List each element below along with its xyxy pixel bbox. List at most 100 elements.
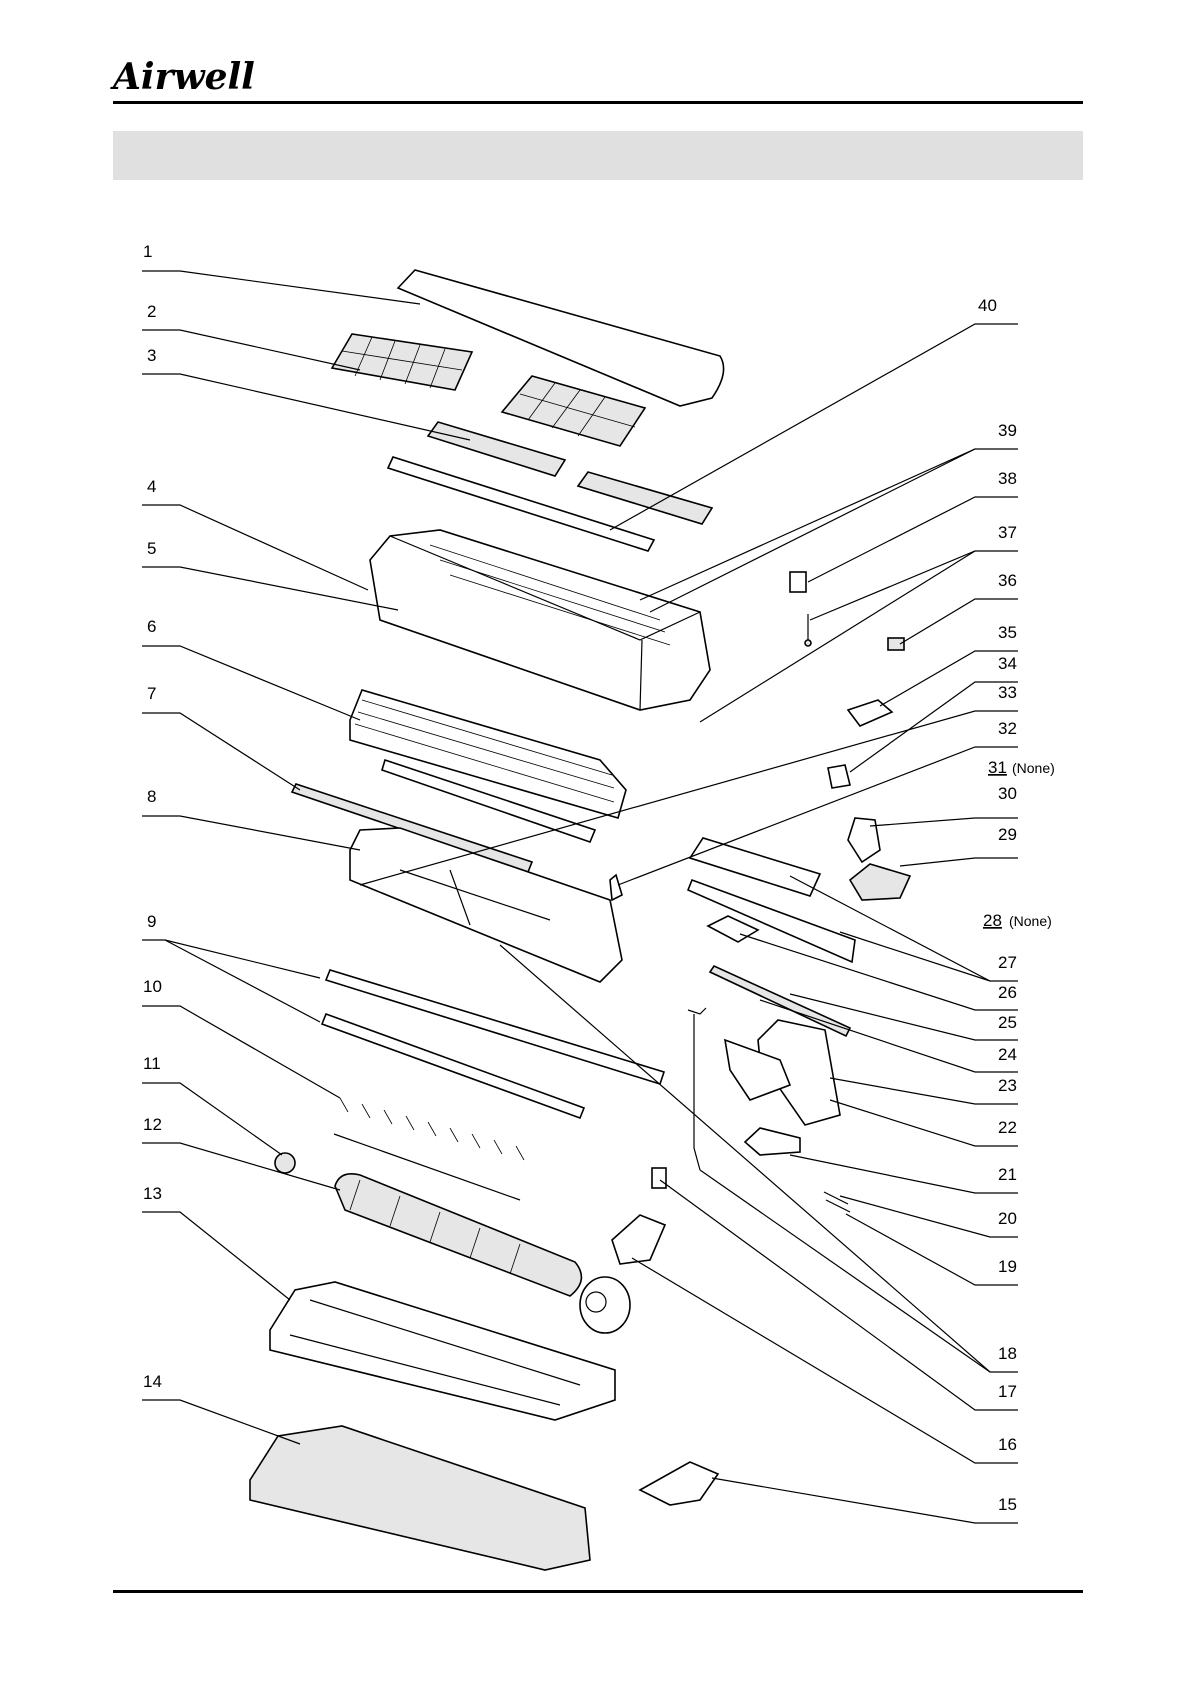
label-32: 32	[998, 719, 1017, 738]
leader-19	[846, 1214, 1018, 1285]
label-38: 38	[998, 469, 1017, 488]
leader-5	[142, 567, 398, 610]
part-remote-holder	[848, 818, 880, 862]
label-2: 2	[147, 302, 156, 321]
leader-9a	[142, 940, 320, 978]
label-29: 29	[998, 825, 1017, 844]
part-power-cord	[688, 1008, 706, 1170]
label-30: 30	[998, 784, 1017, 803]
part-purifying-filter-right	[578, 472, 712, 524]
leader-11	[142, 1083, 282, 1155]
part-sensor-wires	[824, 1192, 850, 1212]
label-15: 15	[998, 1495, 1017, 1514]
part-motor-clamp	[612, 1215, 665, 1264]
leader-37a	[810, 551, 1018, 620]
label-9: 9	[147, 912, 156, 931]
leader-22	[830, 1100, 1018, 1146]
leader-9b	[165, 940, 320, 1022]
label-20: 20	[998, 1209, 1017, 1228]
part-cross-flow-fan	[335, 1174, 581, 1296]
label-31-note: (None)	[1012, 760, 1055, 776]
label-25: 25	[998, 1013, 1017, 1032]
label-5: 5	[147, 539, 156, 558]
part-pipe-clamp	[640, 1462, 718, 1505]
part-clamp-bracket	[848, 700, 892, 726]
leader-18b	[700, 1170, 990, 1372]
label-36: 36	[998, 571, 1017, 590]
leader-17	[660, 1180, 1018, 1410]
label-16: 16	[998, 1435, 1017, 1454]
leader-8	[142, 816, 360, 850]
leader-21	[790, 1155, 1018, 1193]
label-31: 31	[988, 758, 1007, 777]
leader-39a	[640, 449, 1018, 600]
leader-7	[142, 713, 300, 790]
leader-20	[840, 1196, 1018, 1237]
part-air-filter-left	[332, 334, 472, 390]
label-27: 27	[998, 953, 1017, 972]
label-14: 14	[143, 1372, 162, 1391]
part-louver-lower	[322, 1014, 584, 1118]
part-purifying-filter-left	[428, 422, 565, 476]
part-louver-upper	[326, 970, 664, 1084]
leader-2	[142, 330, 360, 370]
label-26: 26	[998, 983, 1017, 1002]
part-temperature-sensor	[805, 614, 811, 646]
leader-32	[618, 747, 1018, 885]
label-8: 8	[147, 787, 156, 806]
leader-39b	[650, 449, 975, 612]
label-22: 22	[998, 1118, 1017, 1137]
leader-10	[142, 1006, 340, 1098]
part-base-chassis	[270, 1282, 615, 1420]
label-39: 39	[998, 421, 1017, 440]
label-12: 12	[143, 1115, 162, 1134]
label-33: 33	[998, 683, 1017, 702]
part-front-casing	[370, 530, 710, 710]
label-18: 18	[998, 1344, 1017, 1363]
leader-4	[142, 505, 368, 590]
label-10: 10	[143, 977, 162, 996]
leader-6	[142, 646, 360, 720]
label-7: 7	[147, 684, 156, 703]
leader-15	[712, 1478, 1018, 1523]
label-19: 19	[998, 1257, 1017, 1276]
leader-16	[632, 1258, 1018, 1463]
label-17: 17	[998, 1382, 1017, 1401]
part-bearing	[275, 1153, 295, 1173]
part-mounting-plate	[250, 1426, 590, 1570]
label-21: 21	[998, 1165, 1017, 1184]
leader-23	[830, 1078, 1018, 1104]
label-40: 40	[978, 296, 997, 315]
label-1: 1	[143, 242, 152, 261]
leader-13	[142, 1212, 290, 1300]
label-28: 28	[983, 911, 1002, 930]
part-receiver	[790, 572, 806, 592]
label-28-note: (None)	[1009, 913, 1052, 929]
part-swing-motor	[828, 765, 850, 788]
part-electric-box-cover	[688, 880, 855, 962]
label-37: 37	[998, 523, 1017, 542]
label-13: 13	[143, 1184, 162, 1203]
part-remote-controller	[850, 864, 910, 900]
leader-29	[900, 858, 1018, 866]
leader-18a	[500, 945, 1018, 1372]
part-sensor-holder	[888, 638, 904, 650]
part-air-filter-right	[502, 376, 645, 446]
leader-12	[142, 1143, 340, 1190]
part-display-board	[652, 1168, 666, 1188]
label-23: 23	[998, 1076, 1017, 1095]
leader-30	[870, 818, 1018, 826]
leader-1	[142, 271, 420, 304]
part-control-box-cover	[745, 1128, 800, 1155]
label-4: 4	[147, 477, 156, 496]
label-6: 6	[147, 617, 156, 636]
leader-37b	[700, 551, 975, 722]
label-34: 34	[998, 654, 1017, 673]
part-step-motor	[610, 875, 622, 900]
label-35: 35	[998, 623, 1017, 642]
part-fan-motor	[580, 1277, 630, 1333]
label-24: 24	[998, 1045, 1017, 1064]
label-3: 3	[147, 346, 156, 365]
label-11: 11	[143, 1054, 161, 1073]
